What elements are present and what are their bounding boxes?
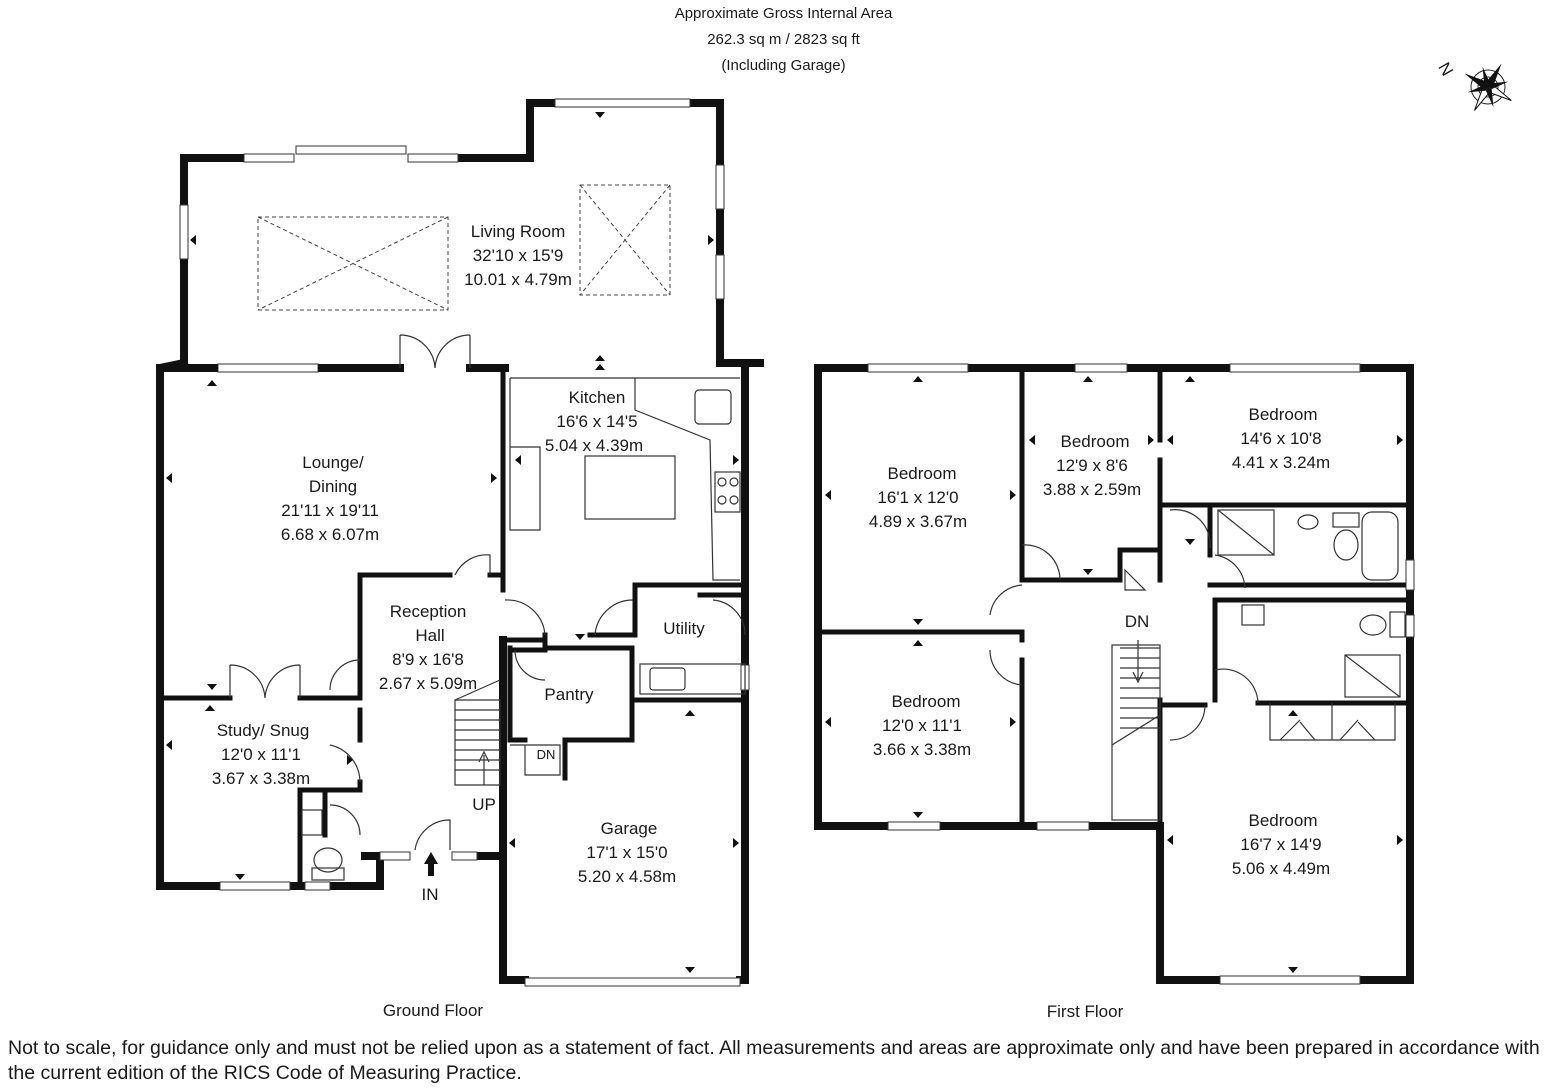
window [887, 821, 941, 831]
svg-text:Reception: Reception [390, 602, 467, 621]
svg-text:Bedroom: Bedroom [892, 692, 961, 711]
room-label-pantry: Pantry [544, 685, 594, 704]
svg-text:Dining: Dining [309, 477, 357, 496]
entrance-arrow-icon [424, 852, 438, 876]
svg-text:8'9 x 16'8: 8'9 x 16'8 [392, 650, 464, 669]
room-label-reception-hall: Reception Hall 8'9 x 16'8 2.67 x 5.09m [379, 602, 477, 693]
window [217, 363, 319, 373]
compass-rose-icon [1464, 63, 1512, 111]
first-floor-stairs-down-label: DN [1125, 612, 1150, 631]
svg-text:2.67 x 5.09m: 2.67 x 5.09m [379, 674, 477, 693]
svg-text:Hall: Hall [415, 626, 444, 645]
svg-text:4.41 x 3.24m: 4.41 x 3.24m [1232, 453, 1330, 472]
ground-floor-title: Ground Floor [383, 1001, 483, 1020]
room-label-bedroom-1: Bedroom 16'1 x 12'0 4.89 x 3.67m [869, 464, 967, 531]
svg-text:Bedroom: Bedroom [1249, 811, 1318, 830]
window [1219, 975, 1361, 985]
room-label-bedroom-3: Bedroom 14'6 x 10'8 4.41 x 3.24m [1232, 405, 1330, 472]
svg-text:6.68 x 6.07m: 6.68 x 6.07m [281, 525, 379, 544]
skylight [579, 184, 671, 296]
stairs-up-label: UP [472, 795, 496, 814]
svg-text:5.04 x 4.39m: 5.04 x 4.39m [545, 436, 643, 455]
svg-text:Bedroom: Bedroom [1249, 405, 1318, 424]
area-title: Approximate Gross Internal Area [674, 5, 893, 22]
svg-text:5.06 x 4.49m: 5.06 x 4.49m [1232, 859, 1330, 878]
area-note: (Including Garage) [721, 57, 846, 74]
svg-text:5.20 x 4.58m: 5.20 x 4.58m [578, 867, 676, 886]
disclaimer-text: Not to scale, for guidance only and must… [8, 1037, 1540, 1084]
svg-text:32'10 x 15'9: 32'10 x 15'9 [473, 246, 564, 265]
window [179, 204, 189, 260]
skylight [257, 216, 449, 311]
entrance-label: IN [422, 885, 439, 904]
window [1036, 821, 1090, 831]
hob-icon [714, 471, 741, 513]
first-floor-plan [814, 363, 1415, 985]
compass-north-label: N [1434, 59, 1457, 79]
svg-text:3.67 x 3.38m: 3.67 x 3.38m [212, 769, 310, 788]
svg-text:12'0 x 11'1: 12'0 x 11'1 [221, 745, 301, 764]
svg-text:14'6 x 10'8: 14'6 x 10'8 [1240, 429, 1321, 448]
window [379, 851, 478, 861]
svg-text:10.01 x 4.79m: 10.01 x 4.79m [464, 270, 572, 289]
svg-text:12'9 x 8'6: 12'9 x 8'6 [1056, 456, 1128, 475]
room-label-bedroom-2: Bedroom 12'9 x 8'6 3.88 x 2.59m [1043, 432, 1141, 499]
window [867, 363, 969, 373]
window [243, 145, 459, 163]
svg-text:21'11 x 19'11: 21'11 x 19'11 [281, 501, 379, 520]
dimension-markers [166, 112, 739, 973]
room-label-living-room: Living Room 32'10 x 15'9 10.01 x 4.79m [464, 222, 572, 289]
window [715, 164, 725, 300]
svg-text:Lounge/: Lounge/ [302, 453, 364, 472]
room-label-study-snug: Study/ Snug 12'0 x 11'1 3.67 x 3.38m [212, 721, 310, 788]
svg-text:16'1 x 12'0: 16'1 x 12'0 [877, 488, 958, 507]
room-label-garage: Garage 17'1 x 15'0 5.20 x 4.58m [578, 819, 676, 886]
ground-floor-plan [156, 98, 764, 987]
svg-text:4.89 x 3.67m: 4.89 x 3.67m [869, 512, 967, 531]
window [1405, 559, 1415, 591]
room-label-kitchen: Kitchen 16'6 x 14'5 5.04 x 4.39m [545, 388, 643, 455]
svg-text:Study/ Snug: Study/ Snug [217, 721, 310, 740]
window [1074, 363, 1128, 373]
svg-text:Bedroom: Bedroom [888, 464, 957, 483]
svg-text:3.66 x 3.38m: 3.66 x 3.38m [873, 740, 971, 759]
room-label-bedroom-4: Bedroom 12'0 x 11'1 3.66 x 3.38m [873, 692, 971, 759]
room-label-utility: Utility [663, 619, 705, 638]
first-floor-title: First Floor [1047, 1002, 1124, 1021]
room-label-lounge-dining: Lounge/ Dining 21'11 x 19'11 6.68 x 6.07… [281, 453, 379, 544]
svg-text:3.88 x 2.59m: 3.88 x 2.59m [1043, 480, 1141, 499]
svg-text:16'7 x 14'9: 16'7 x 14'9 [1240, 835, 1321, 854]
svg-text:Bedroom: Bedroom [1061, 432, 1130, 451]
area-value: 262.3 sq m / 2823 sq ft [707, 31, 860, 48]
svg-text:17'1 x 15'0: 17'1 x 15'0 [586, 843, 667, 862]
staircase [454, 679, 561, 786]
svg-text:Living Room: Living Room [471, 222, 566, 241]
dimension-markers [825, 376, 1403, 973]
stairs-down-label: DN [537, 747, 556, 762]
window [1405, 614, 1415, 638]
garage-door [524, 977, 741, 987]
window [219, 881, 331, 891]
svg-text:16'6 x 14'5: 16'6 x 14'5 [556, 412, 637, 431]
svg-text:Kitchen: Kitchen [569, 388, 626, 407]
staircase [1111, 640, 1161, 821]
window [1229, 363, 1361, 373]
window [554, 98, 691, 108]
room-label-bedroom-5: Bedroom 16'7 x 14'9 5.06 x 4.49m [1232, 811, 1330, 878]
svg-text:Garage: Garage [601, 819, 658, 838]
svg-text:12'0 x 11'1: 12'0 x 11'1 [882, 716, 962, 735]
